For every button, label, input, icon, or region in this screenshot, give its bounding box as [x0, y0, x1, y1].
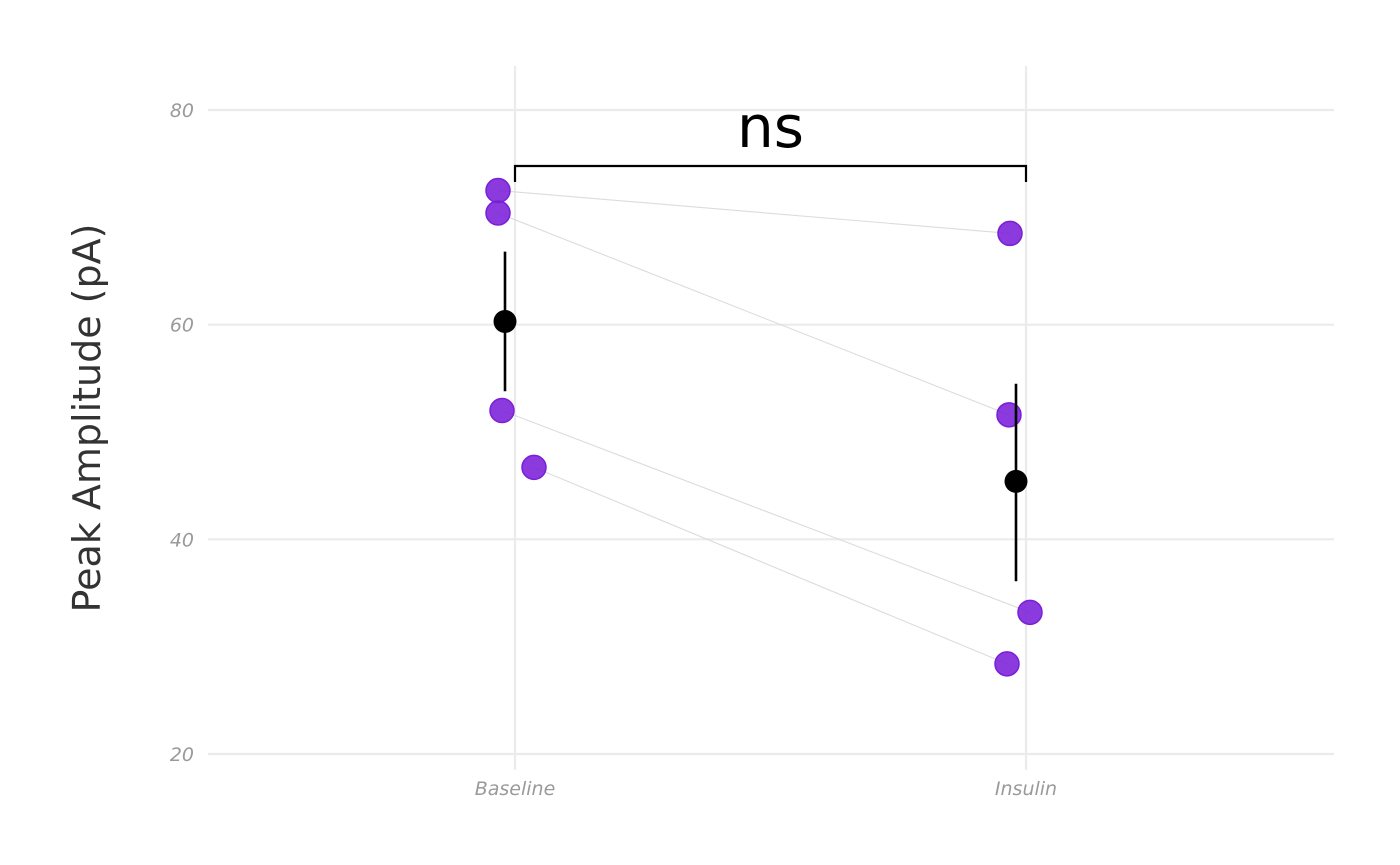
y-tick-label: 40	[170, 529, 194, 551]
baseline-point	[521, 454, 547, 481]
mean-point	[493, 309, 517, 333]
y-tick-label: 60	[170, 315, 194, 337]
y-axis-title: Peak Amplitude (pA)	[65, 224, 109, 613]
x-tick-label: Insulin	[995, 778, 1057, 800]
insulin-point	[997, 220, 1023, 247]
paired-line	[497, 212, 1010, 416]
grid-layer	[208, 66, 1334, 770]
insulin-point	[1017, 599, 1043, 626]
paired-line	[497, 189, 1011, 234]
x-tick-label: Baseline	[475, 778, 556, 800]
baseline-point	[489, 397, 515, 424]
y-tick-label: 20	[170, 744, 194, 766]
significance-label: ns	[737, 93, 804, 161]
significance-bracket	[513, 164, 1028, 182]
paired-lines	[497, 189, 1031, 665]
insulin-point	[994, 651, 1020, 677]
data-points	[485, 177, 1043, 677]
mean-error-bars	[493, 251, 1028, 582]
mean-point	[1004, 469, 1028, 493]
paired-line	[533, 466, 1008, 665]
paired-line	[501, 410, 1031, 613]
baseline-point	[485, 200, 511, 226]
baseline-point	[485, 177, 511, 204]
significance-annotation: ns	[513, 93, 1028, 182]
y-tick-label: 80	[170, 100, 194, 122]
insulin-point	[996, 402, 1022, 428]
